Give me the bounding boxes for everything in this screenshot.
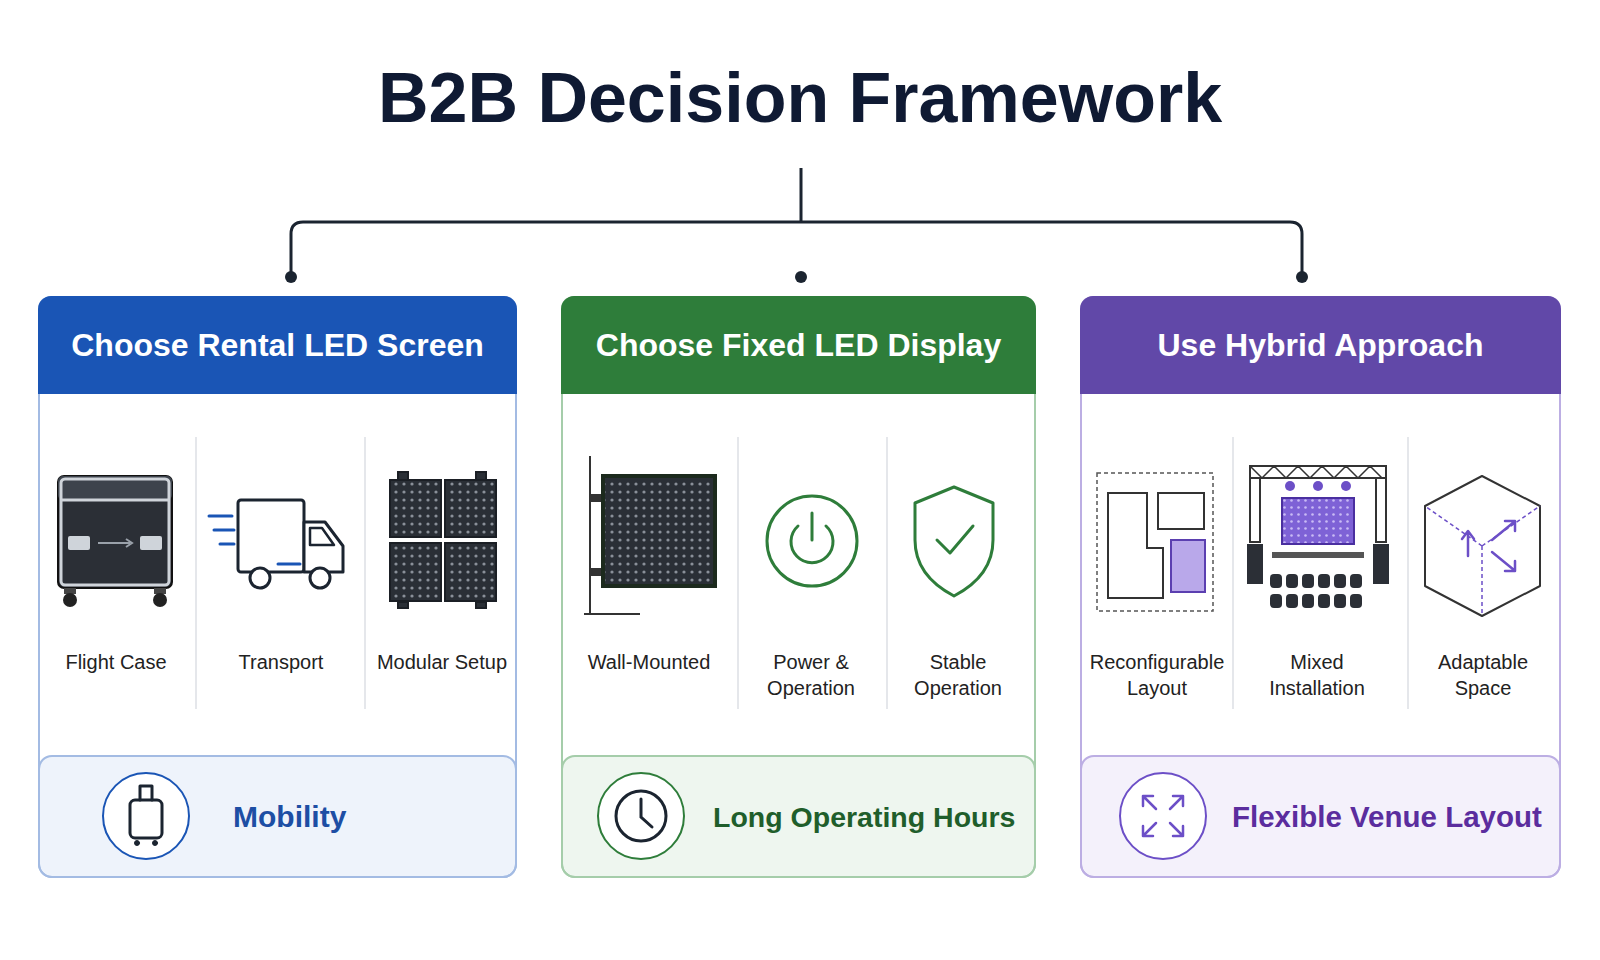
seat — [1286, 574, 1298, 588]
reconfigurable-icon — [1097, 473, 1213, 611]
seat — [1334, 574, 1346, 588]
card-header: Use Hybrid Approach — [1080, 296, 1561, 394]
seat — [1302, 594, 1314, 608]
diagram-title: B2B Decision Framework — [0, 56, 1600, 140]
option-card: Choose Fixed LED DisplayLong Operating H… — [561, 296, 1036, 878]
icon-label: Power & Operation — [751, 649, 871, 701]
seat — [1286, 594, 1298, 608]
footer-fill — [561, 755, 1036, 878]
tree-lines — [291, 168, 1302, 277]
outcome-box: Long Operating Hours — [561, 755, 1036, 878]
shield-icon — [915, 487, 993, 596]
wall-mounted-icon — [584, 456, 715, 614]
seat — [1318, 574, 1330, 588]
tree-dots — [285, 271, 1308, 283]
seat — [1270, 594, 1282, 608]
flight-case-icon — [58, 476, 172, 607]
stage-truss-icon — [1247, 466, 1389, 608]
seat — [1350, 574, 1362, 588]
suitcase-icon — [103, 773, 189, 859]
icon-label: Wall-Mounted — [574, 649, 724, 675]
icon-label: Stable Operation — [898, 649, 1018, 701]
card-heading: Choose Fixed LED Display — [596, 326, 1001, 364]
card-heading: Use Hybrid Approach — [1158, 326, 1484, 364]
icon-label: Modular Setup — [367, 649, 517, 675]
outcome-box: Mobility — [38, 755, 517, 878]
truck-icon — [209, 500, 343, 588]
card-header: Choose Fixed LED Display — [561, 296, 1036, 394]
outcome-text: Long Operating Hours — [713, 799, 1015, 835]
seat — [1302, 574, 1314, 588]
adaptable-cube-icon — [1425, 476, 1540, 616]
icon-label: Adaptable Space — [1418, 649, 1548, 701]
footer-fill — [1080, 755, 1561, 878]
seat — [1270, 574, 1282, 588]
seat — [1318, 594, 1330, 608]
seat — [1334, 594, 1346, 608]
seat — [1350, 594, 1362, 608]
modular-panels-icon — [390, 472, 496, 608]
icon-label: Reconfigurable Layout — [1077, 649, 1237, 701]
outcome-text: Mobility — [233, 799, 346, 835]
column-dividers — [196, 437, 1408, 709]
card-heading: Choose Rental LED Screen — [71, 326, 484, 364]
option-card: Choose Rental LED ScreenMobility — [38, 296, 517, 878]
power-icon — [767, 496, 857, 586]
icon-label: Mixed Installation — [1247, 649, 1387, 701]
expand-icon — [1120, 773, 1206, 859]
option-card: Use Hybrid ApproachFlexible Venue Layout — [1080, 296, 1561, 878]
clock-icon — [598, 773, 684, 859]
outcome-text: Flexible Venue Layout — [1232, 799, 1542, 835]
card-header: Choose Rental LED Screen — [38, 296, 517, 394]
outcome-box: Flexible Venue Layout — [1080, 755, 1561, 878]
footer-fill — [38, 755, 517, 878]
icon-label: Flight Case — [46, 649, 186, 675]
icon-label: Transport — [211, 649, 351, 675]
